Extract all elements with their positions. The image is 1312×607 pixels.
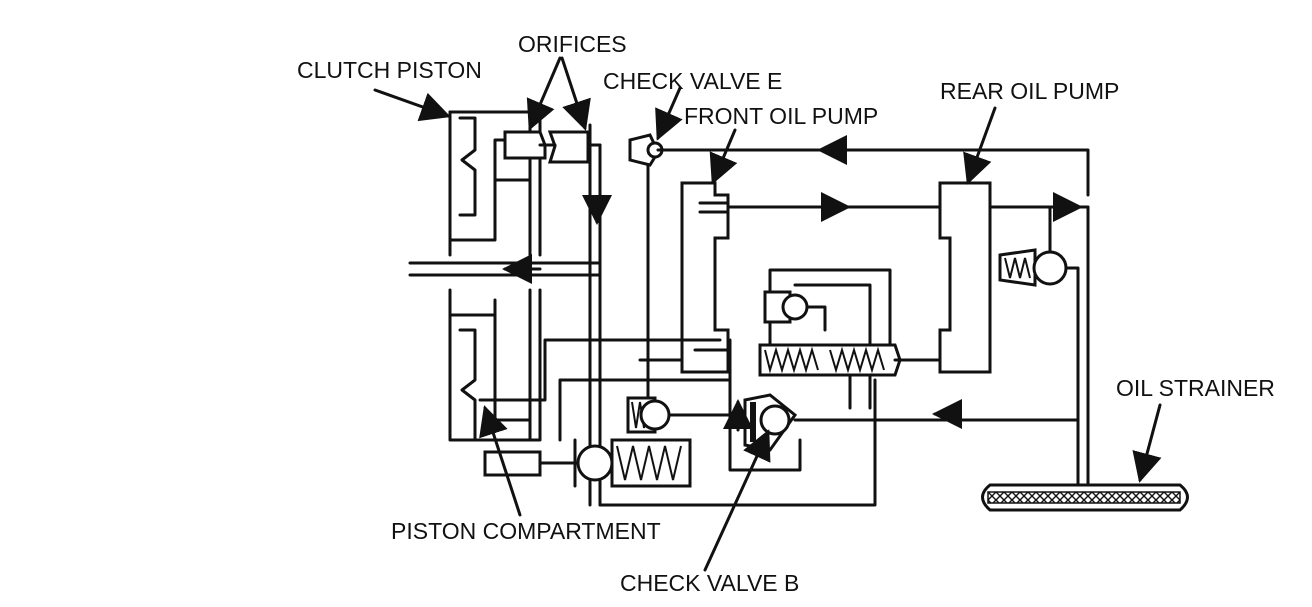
small-check-valve [763,290,827,332]
label-front-oil-pump: FRONT OIL PUMP [684,103,879,129]
input-shaft [408,254,602,284]
lower-check-valve [626,396,732,434]
label-rear-oil-pump: REAR OIL PUMP [940,78,1120,104]
front-oil-pump [680,181,942,374]
label-oil-strainer: OIL STRAINER [1116,375,1275,401]
label-check-valve-b: CHECK VALVE B [620,570,800,596]
label-clutch-piston: CLUTCH PISTON [297,57,482,83]
check-valve-e [628,133,1090,402]
rear-relief-valve [998,205,1080,422]
orifices-block [503,123,612,507]
feed-lines [478,338,732,442]
leader-lines [373,56,1162,572]
rear-oil-pump [938,181,1090,374]
label-piston-compartment: PISTON COMPARTMENT [391,518,661,544]
oil-strainer [981,205,1189,512]
main-spring-valve [483,378,877,507]
label-orifices: ORIFICES [518,31,627,57]
regulator-valve [758,268,942,410]
label-check-valve-e: CHECK VALVE E [603,68,783,94]
